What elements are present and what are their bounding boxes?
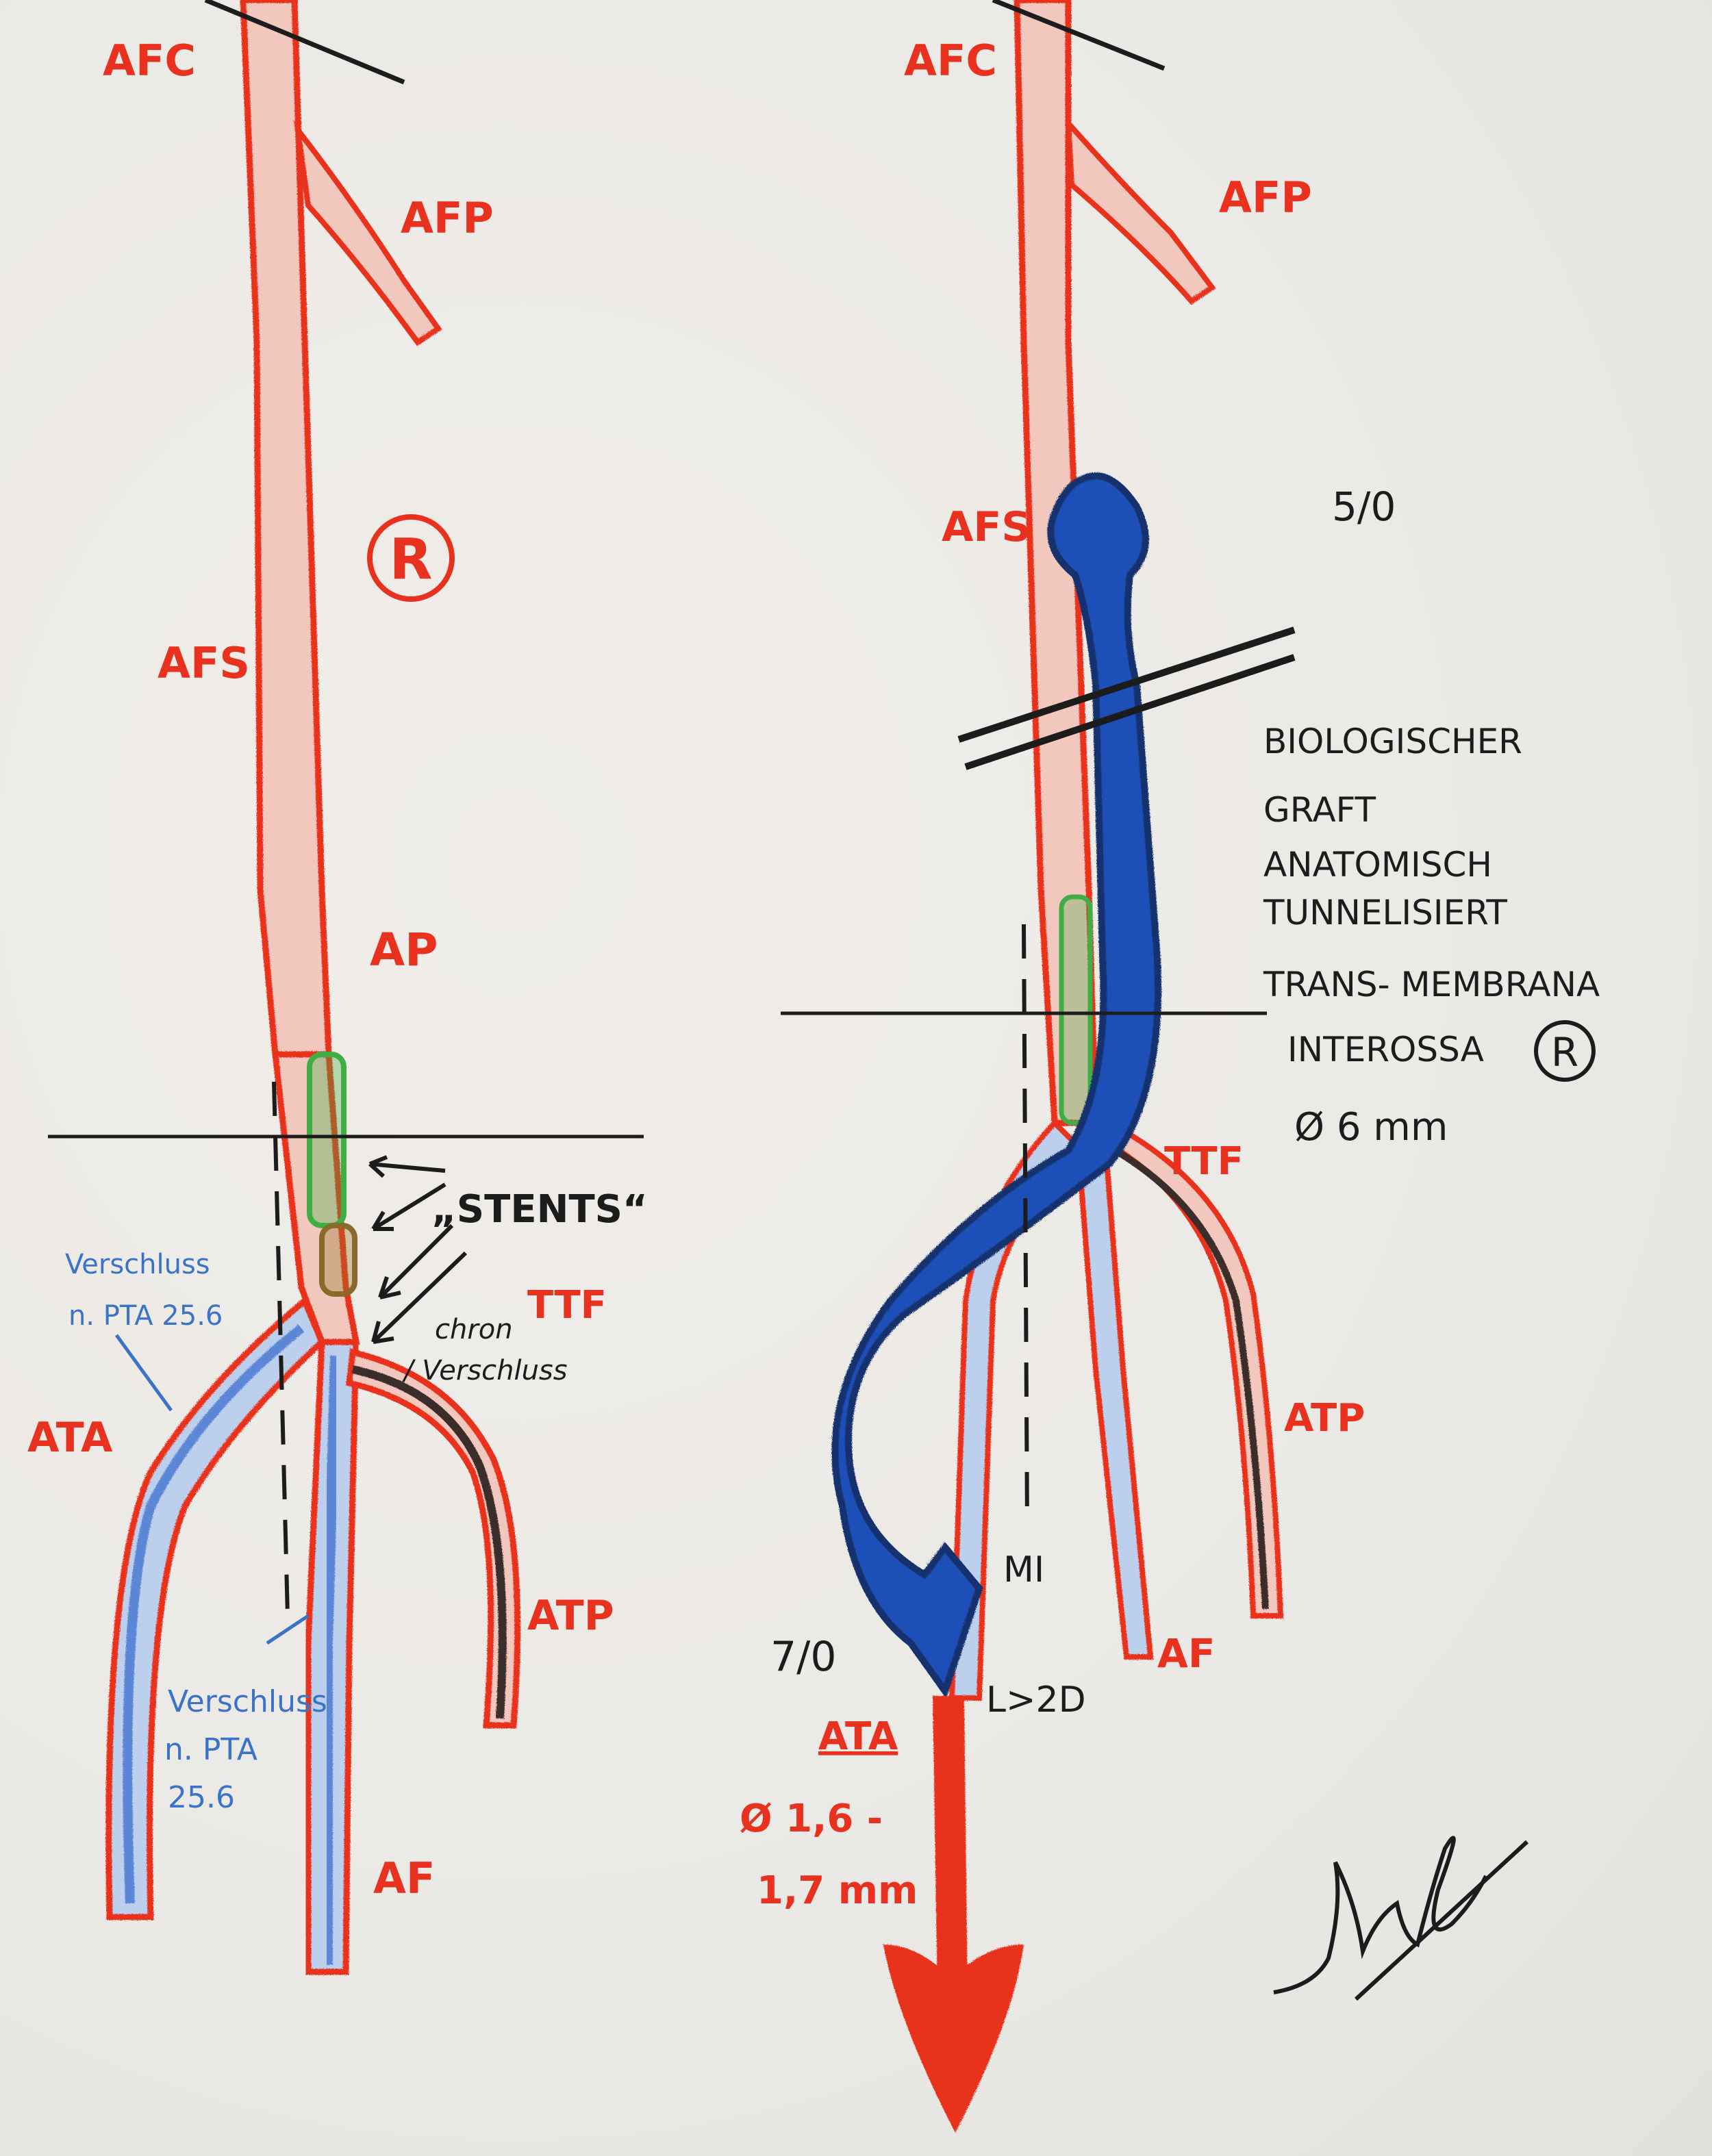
left-label-occl-af-3: 25.6: [168, 1780, 235, 1815]
note-line-3: ANATOMISCH: [1263, 845, 1492, 885]
left-label-atp: ATP: [527, 1592, 614, 1640]
left-label-afs: AFS: [158, 638, 250, 688]
left-side-mark: R: [367, 514, 455, 602]
right-label-suture-dist: 7/0: [770, 1633, 837, 1681]
left-stent-lower: [319, 1223, 357, 1297]
left-ata-pointer: [114, 1334, 173, 1412]
note-line-5: TRANS- MEMBRANA: [1263, 965, 1600, 1004]
left-ata-occlusion: [123, 1324, 305, 1904]
left-af-pointer: [266, 1614, 310, 1645]
right-label-suture-prox: 5/0: [1332, 483, 1396, 530]
left-label-occl-af-2: n. PTA: [164, 1732, 257, 1767]
left-dashed-midline: [272, 1081, 290, 1616]
left-atp-branch: [346, 1348, 521, 1729]
right-label-anastomosis: L>2D: [986, 1679, 1086, 1721]
left-label-chron: chron: [435, 1314, 513, 1345]
note-line-6: INTEROSSA: [1287, 1030, 1484, 1069]
left-label-occl-ata-1: Verschluss: [65, 1249, 210, 1280]
left-label-ap: AP: [370, 924, 438, 976]
right-label-atp: ATP: [1284, 1396, 1365, 1441]
right-label-afc: AFC: [904, 36, 997, 86]
right-label-ata: ATA: [818, 1714, 898, 1759]
left-top-clamp-line: [204, 0, 405, 85]
svg-text:R: R: [1551, 1029, 1578, 1076]
right-graft-note: BIOLOGISCHER GRAFT ANATOMISCH TUNNELISIE…: [1263, 722, 1600, 1150]
right-stent: [1059, 894, 1093, 1126]
left-label-afp: AFP: [401, 193, 494, 243]
signature: [1273, 1836, 1529, 2001]
right-top-clamp-line: [992, 0, 1166, 71]
note-side-mark: R: [1534, 1020, 1596, 1082]
left-label-af: AF: [373, 1853, 435, 1903]
right-atp-occlusion: [1100, 1140, 1269, 1610]
left-panel: AFC AFP R AFS AP „STENTS“ TTF chron / Ve…: [27, 0, 648, 1975]
right-af-branch: [1075, 1147, 1154, 1660]
right-label-af: AF: [1157, 1630, 1216, 1677]
note-line-7: Ø 6 mm: [1294, 1105, 1448, 1150]
left-label-ata: ATA: [27, 1414, 113, 1462]
right-afp-branch: [1065, 115, 1216, 305]
right-label-diam-2: 1,7 mm: [757, 1868, 918, 1913]
left-label-occl-ata-2: n. PTA 25.6: [68, 1300, 223, 1332]
right-label-afp: AFP: [1219, 173, 1312, 223]
right-panel: AFC AFP AFS 5/0 BIOLOGISCHER GRAFT ANATO…: [740, 0, 1600, 2133]
left-atp-occlusion: [351, 1365, 507, 1719]
note-line-4: TUNNELISIERT: [1263, 893, 1507, 933]
right-clamp: [957, 626, 1296, 770]
right-label-mi: MI: [1003, 1549, 1044, 1590]
left-label-verschluss: / Verschluss: [402, 1355, 568, 1386]
note-line-2: GRAFT: [1263, 790, 1376, 830]
left-stent-arrows: [368, 1155, 468, 1344]
left-label-occl-af-1: Verschluss: [168, 1684, 327, 1719]
left-label-afc: AFC: [103, 36, 196, 86]
left-afp-branch: [294, 120, 442, 346]
note-line-1: BIOLOGISCHER: [1263, 722, 1522, 761]
svg-text:R: R: [389, 527, 432, 592]
left-af-occlusion: [322, 1355, 341, 1965]
right-atp-branch: [1091, 1119, 1284, 1619]
left-ata-branch: [105, 1295, 326, 1920]
right-ata-arrow: [883, 1696, 1024, 2133]
left-stent-upper: [307, 1052, 347, 1228]
left-label-ttf: TTF: [527, 1283, 607, 1328]
right-label-afs: AFS: [942, 503, 1031, 551]
right-dashed-midline: [1022, 924, 1029, 1527]
right-label-diam-1: Ø 1,6 -: [740, 1797, 883, 1841]
right-label-ttf: TTF: [1164, 1139, 1244, 1184]
left-label-stents: „STENTS“: [431, 1187, 648, 1232]
